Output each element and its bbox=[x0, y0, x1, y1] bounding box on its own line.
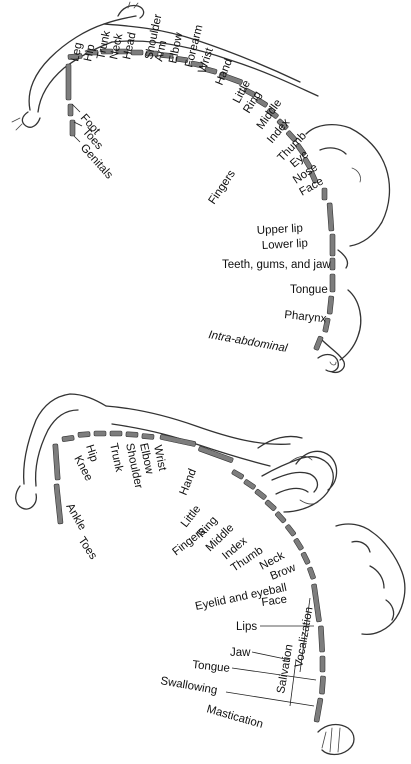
motor-segment bbox=[285, 524, 296, 537]
motor-label-mastication: Mastication bbox=[205, 703, 264, 731]
motor-label-hand: Hand bbox=[178, 467, 199, 497]
sensory-homunculus: Leg Hip Trunk Neck Head Shoulder Arm Elb… bbox=[12, 2, 389, 372]
motor-label-face: Face bbox=[261, 594, 288, 609]
sensory-segment bbox=[330, 234, 335, 256]
motor-segment bbox=[110, 431, 122, 436]
sensory-label-intra-abdominal: Intra-abdominal bbox=[207, 329, 288, 355]
sensory-label-pharynx: Pharynx bbox=[284, 309, 327, 325]
motor-label-toes: Toes bbox=[76, 535, 100, 562]
motor-segment bbox=[231, 469, 244, 479]
motor-label-trunk: Trunk bbox=[107, 442, 125, 473]
sensory-label-upper-lip: Upper lip bbox=[257, 223, 304, 237]
sensory-segment bbox=[68, 104, 73, 116]
sensory-segment bbox=[314, 336, 324, 351]
sensory-label-tongue: Tongue bbox=[290, 284, 328, 296]
motor-body-sketch bbox=[16, 394, 405, 755]
motor-segment bbox=[301, 552, 311, 565]
motor-homunculus: Hip Knee Ankle Toes Trunk Shoulder Elbow… bbox=[16, 394, 405, 755]
motor-label-jaw: Jaw bbox=[230, 647, 251, 659]
motor-lower-labels: Lips Jaw Tongue Swallowing Mastication S… bbox=[159, 598, 316, 731]
sensory-segment bbox=[322, 188, 327, 200]
sensory-segment bbox=[330, 258, 335, 270]
motor-label-tongue: Tongue bbox=[192, 659, 231, 675]
motor-segment bbox=[320, 656, 325, 672]
motor-segment bbox=[265, 499, 277, 511]
motor-segment bbox=[243, 479, 256, 490]
motor-segment bbox=[94, 431, 106, 436]
motor-segment bbox=[319, 676, 325, 694]
motor-segment bbox=[307, 567, 316, 580]
motor-segment bbox=[160, 434, 196, 446]
motor-segment bbox=[53, 444, 60, 480]
sensory-segment bbox=[66, 64, 71, 100]
sensory-label-fingers: Fingers bbox=[207, 168, 239, 207]
motor-segment bbox=[78, 432, 90, 438]
sensory-right-labels: Upper lip Lower lip Teeth, gums, and jaw… bbox=[207, 223, 331, 355]
motor-segment bbox=[254, 489, 267, 500]
motor-label-swallowing: Swallowing bbox=[159, 675, 218, 697]
motor-segment bbox=[293, 538, 304, 551]
sensory-segment bbox=[330, 274, 335, 292]
motor-segment bbox=[142, 433, 154, 439]
motor-segment bbox=[314, 698, 323, 723]
motor-segment bbox=[318, 626, 324, 652]
sensory-segment bbox=[327, 296, 334, 314]
sensory-segment bbox=[327, 203, 334, 231]
sensory-label-hand: Hand bbox=[214, 57, 235, 87]
sensory-segments bbox=[66, 49, 335, 351]
sensory-label-teeth: Teeth, gums, and jaw bbox=[222, 259, 331, 271]
motor-label-lips: Lips bbox=[236, 621, 257, 633]
motor-segment bbox=[126, 432, 138, 438]
motor-segment bbox=[54, 484, 63, 524]
motor-segment bbox=[62, 435, 75, 442]
motor-label-fingers: Fingers bbox=[170, 525, 208, 558]
motor-top-labels: Hip Knee Ankle Toes Trunk Shoulder Elbow… bbox=[63, 442, 298, 613]
motor-segment bbox=[275, 511, 287, 523]
sensory-label-hip: Hip bbox=[82, 43, 97, 62]
sensory-label-lower-lip: Lower lip bbox=[262, 238, 309, 252]
sensory-left-labels: Foot Toes Genitals bbox=[72, 104, 115, 182]
motor-label-ankle: Ankle bbox=[63, 502, 88, 533]
